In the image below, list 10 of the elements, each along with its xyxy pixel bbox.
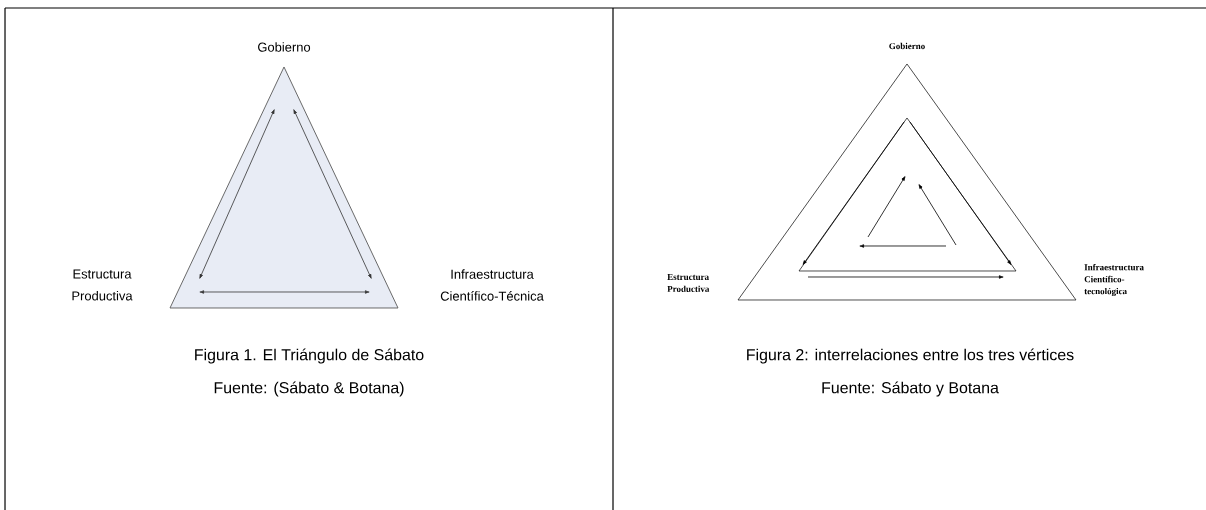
vertex-label: Estructura Productiva bbox=[72, 269, 133, 301]
caption: Fuente: Sábato y Botana bbox=[822, 381, 999, 397]
vertex-label: Gobierno bbox=[889, 42, 925, 50]
vertex-label: Estructura Productiva bbox=[667, 274, 710, 292]
caption: Figura 2: interrelaciones entre los tres vértices bbox=[747, 348, 1074, 364]
caption: Fuente: (Sábato & Botana) bbox=[214, 381, 404, 397]
vertex-label: Infraestructura Científico-tecnológica bbox=[1084, 263, 1144, 297]
caption: Figura 1. El Triángulo de Sábato bbox=[195, 348, 424, 364]
vertex-label: Gobierno bbox=[258, 42, 311, 52]
vertex-label: Infraestructura Científico-Técnica bbox=[440, 269, 544, 301]
